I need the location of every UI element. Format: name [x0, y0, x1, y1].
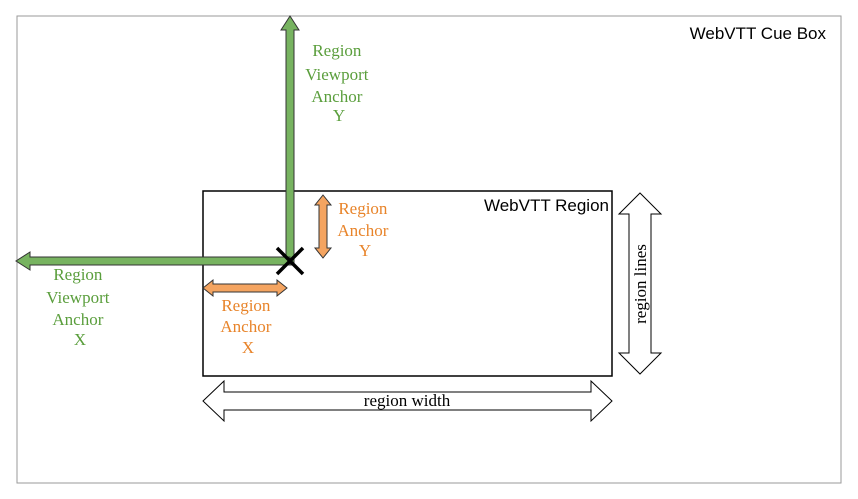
- region-anchor-y-line-1: Region: [338, 199, 388, 218]
- viewport-anchor-x-line-2: Viewport: [46, 288, 109, 307]
- region-width-label: region width: [364, 391, 451, 410]
- viewport-anchor-x-label: Region Viewport Anchor X: [46, 265, 113, 349]
- viewport-anchor-x-line-4: X: [74, 330, 86, 349]
- cue-box-label: WebVTT Cue Box: [690, 24, 827, 43]
- region-label: WebVTT Region: [484, 196, 609, 215]
- region-anchor-y-label: Region Anchor Y: [337, 199, 392, 260]
- region-anchor-y-line-3: Y: [359, 241, 371, 260]
- viewport-anchor-y-line-4: Y: [333, 106, 345, 125]
- viewport-anchor-y-label: Region Viewport Anchor Y: [305, 41, 372, 125]
- region-lines-label: region lines: [631, 244, 650, 324]
- viewport-anchor-y-line-3: Anchor: [311, 87, 362, 106]
- region-anchor-x-line-2: Anchor: [220, 317, 271, 336]
- region-anchor-x-line-1: Region: [221, 296, 271, 315]
- region-anchor-y-arrow: [313, 194, 333, 259]
- anchor-point-cross-icon: [275, 246, 305, 276]
- viewport-anchor-y-line-2: Viewport: [305, 65, 368, 84]
- region-anchor-y-line-2: Anchor: [337, 221, 388, 240]
- viewport-anchor-y-line-1: Region: [312, 41, 362, 60]
- region-lines-arrow: [617, 192, 663, 375]
- viewport-anchor-y-arrow: [280, 15, 300, 266]
- viewport-anchor-x-line-1: Region: [53, 265, 103, 284]
- region-anchor-x-label: Region Anchor X: [220, 296, 275, 357]
- region-anchor-x-line-3: X: [242, 338, 254, 357]
- region-anchor-x-arrow: [202, 278, 288, 298]
- viewport-anchor-x-line-3: Anchor: [52, 310, 103, 329]
- region-width-arrow: [202, 379, 613, 423]
- viewport-anchor-x-arrow: [15, 251, 291, 271]
